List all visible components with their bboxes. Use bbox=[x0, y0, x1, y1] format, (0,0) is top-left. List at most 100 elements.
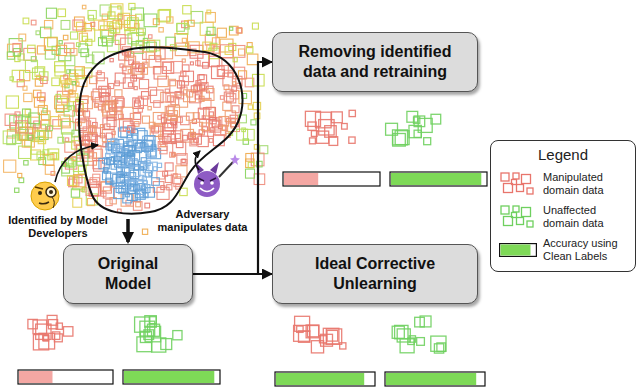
legend-swatch bbox=[499, 204, 537, 230]
data-square bbox=[110, 23, 120, 33]
monocle bbox=[46, 187, 56, 197]
data-square bbox=[115, 35, 125, 45]
box-label: Ideal Corrective Unlearning bbox=[285, 254, 465, 294]
data-square bbox=[10, 123, 18, 131]
accuracy-fill bbox=[391, 173, 481, 185]
data-square bbox=[43, 109, 47, 113]
data-square bbox=[84, 24, 91, 31]
data-square bbox=[62, 98, 68, 104]
domain-square bbox=[409, 336, 415, 342]
domain-square bbox=[140, 321, 155, 336]
data-square bbox=[65, 43, 75, 53]
data-square bbox=[139, 28, 146, 35]
data-square bbox=[77, 43, 81, 47]
data-square bbox=[86, 39, 92, 45]
data-square bbox=[24, 48, 36, 60]
data-square bbox=[56, 45, 66, 55]
data-square bbox=[61, 76, 68, 83]
data-square bbox=[142, 229, 147, 234]
data-square bbox=[246, 47, 253, 54]
data-square bbox=[207, 10, 211, 14]
data-square bbox=[23, 86, 27, 90]
data-square bbox=[251, 120, 256, 125]
data-square bbox=[73, 198, 82, 207]
data-square bbox=[73, 20, 83, 30]
domain-outline bbox=[79, 47, 243, 213]
data-square bbox=[69, 90, 72, 93]
adversary-emoji bbox=[194, 154, 240, 197]
data-square bbox=[239, 49, 245, 55]
data-square bbox=[22, 135, 34, 147]
data-square bbox=[61, 21, 70, 30]
swatch-square bbox=[517, 218, 524, 225]
data-square bbox=[76, 97, 79, 100]
data-square bbox=[13, 44, 21, 52]
domain-square bbox=[409, 125, 421, 137]
domain-square bbox=[325, 126, 337, 138]
domain-square bbox=[407, 111, 418, 122]
data-square bbox=[18, 173, 22, 177]
swatch-square bbox=[527, 188, 533, 194]
data-square bbox=[102, 14, 107, 19]
data-square bbox=[75, 70, 84, 79]
data-square bbox=[183, 6, 191, 14]
data-square bbox=[177, 24, 185, 32]
wand bbox=[219, 162, 233, 177]
data-square bbox=[71, 32, 78, 39]
data-square bbox=[48, 37, 58, 47]
data-square bbox=[210, 43, 217, 50]
domain-square bbox=[415, 317, 425, 327]
domain-square bbox=[173, 331, 182, 340]
domain-square bbox=[144, 330, 154, 340]
data-square bbox=[88, 11, 96, 19]
legend-title: Legend bbox=[499, 146, 627, 164]
data-square bbox=[3, 131, 16, 144]
data-square bbox=[113, 20, 122, 29]
data-square bbox=[72, 157, 76, 161]
data-square bbox=[159, 28, 163, 32]
domain-square bbox=[33, 320, 47, 334]
data-square bbox=[237, 28, 242, 33]
data-square bbox=[188, 20, 194, 26]
swatch-square bbox=[513, 173, 519, 179]
data-square bbox=[124, 16, 136, 28]
process-box: Removing identified data and retraining bbox=[272, 32, 478, 92]
wand-star bbox=[230, 154, 240, 165]
data-square bbox=[34, 90, 41, 97]
flow-arrow bbox=[126, 219, 130, 242]
accuracy-fill bbox=[284, 173, 318, 185]
data-square bbox=[182, 38, 186, 42]
domain-square bbox=[418, 118, 432, 132]
data-square bbox=[23, 18, 29, 24]
swatch-bar bbox=[500, 244, 537, 257]
domain-square bbox=[64, 327, 73, 336]
data-square bbox=[59, 115, 70, 126]
data-square bbox=[217, 28, 226, 37]
domain-square bbox=[329, 137, 338, 146]
domain-square bbox=[395, 325, 408, 338]
domain-square bbox=[311, 131, 317, 137]
flow-connector bbox=[193, 273, 272, 275]
brow bbox=[35, 187, 43, 189]
accuracy-fill bbox=[124, 371, 214, 383]
domain-square bbox=[54, 334, 62, 342]
domain-square bbox=[417, 338, 425, 346]
domain-square bbox=[297, 326, 303, 332]
data-square bbox=[207, 27, 215, 35]
data-square bbox=[73, 161, 83, 171]
domain-square bbox=[320, 336, 327, 343]
accuracy-bar bbox=[123, 370, 220, 384]
domain-square bbox=[332, 112, 343, 123]
data-square bbox=[15, 56, 20, 61]
domain-square bbox=[307, 326, 318, 337]
data-square bbox=[70, 49, 77, 56]
data-square bbox=[38, 106, 47, 115]
annotation-label: Identified by Model Developers bbox=[8, 214, 108, 240]
data-square bbox=[31, 20, 36, 25]
data-square bbox=[220, 45, 233, 58]
data-square bbox=[48, 126, 53, 131]
legend-entry: Accuracy using Clean Labels bbox=[499, 237, 627, 263]
data-square bbox=[81, 49, 89, 57]
data-square bbox=[233, 58, 237, 62]
data-square bbox=[68, 176, 78, 186]
